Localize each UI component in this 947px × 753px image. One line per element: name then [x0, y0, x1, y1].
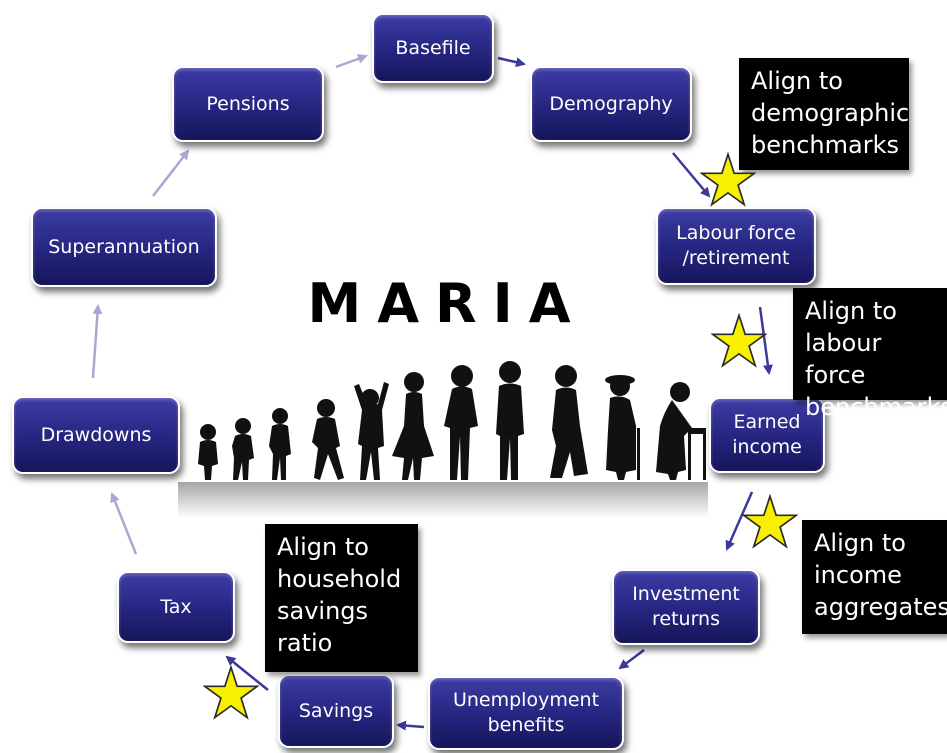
stage-unemployment-benefits: Unemployment benefits: [428, 676, 624, 750]
arrow-earned-income-to-investment-returns: [725, 491, 754, 551]
star-icon: [742, 494, 798, 549]
stage-demography: Demography: [530, 66, 692, 142]
stage-earned-income: Earned income: [709, 397, 825, 473]
arrow-group: [91, 54, 773, 731]
arrow-savings-to-tax: [225, 655, 269, 691]
note-demographic-benchmarks: Align to demographic benchmarks: [739, 58, 909, 170]
stage-drawdowns: Drawdowns: [12, 396, 180, 474]
note-income-aggregates: Align to income aggregates: [802, 520, 947, 634]
arrow-tax-to-drawdowns: [110, 492, 138, 555]
note-household-savings-ratio: Align to household savings ratio: [265, 524, 418, 672]
arrow-pensions-to-basefile: [335, 54, 368, 69]
arrow-investment-returns-to-unemployment: [618, 649, 645, 670]
stage-investment-returns: Investment returns: [612, 569, 760, 645]
star-icon: [700, 152, 756, 207]
stage-basefile: Basefile: [372, 13, 494, 83]
stage-pensions: Pensions: [172, 66, 324, 142]
note-labour-force-benchmarks: Align to labour force benchmarks: [793, 288, 947, 421]
arrow-drawdowns-to-superannuation: [91, 304, 103, 379]
model-title: MARIA: [307, 272, 587, 335]
arrow-labour-force-to-earned-income: [758, 306, 773, 375]
stage-tax: Tax: [117, 571, 235, 643]
star-icon: [203, 665, 259, 720]
arrow-superannuation-to-pensions: [152, 149, 190, 197]
human-lifecycle-silhouettes: [178, 361, 708, 518]
arrow-basefile-to-demography: [497, 56, 526, 68]
star-icon: [711, 313, 767, 368]
stage-superannuation: Superannuation: [31, 207, 217, 287]
arrow-demography-to-labour-force: [672, 152, 711, 198]
arrow-unemployment-to-savings: [396, 720, 425, 731]
stage-savings: Savings: [278, 674, 394, 748]
stage-labour-force-retirement: Labour force /retirement: [656, 207, 816, 285]
